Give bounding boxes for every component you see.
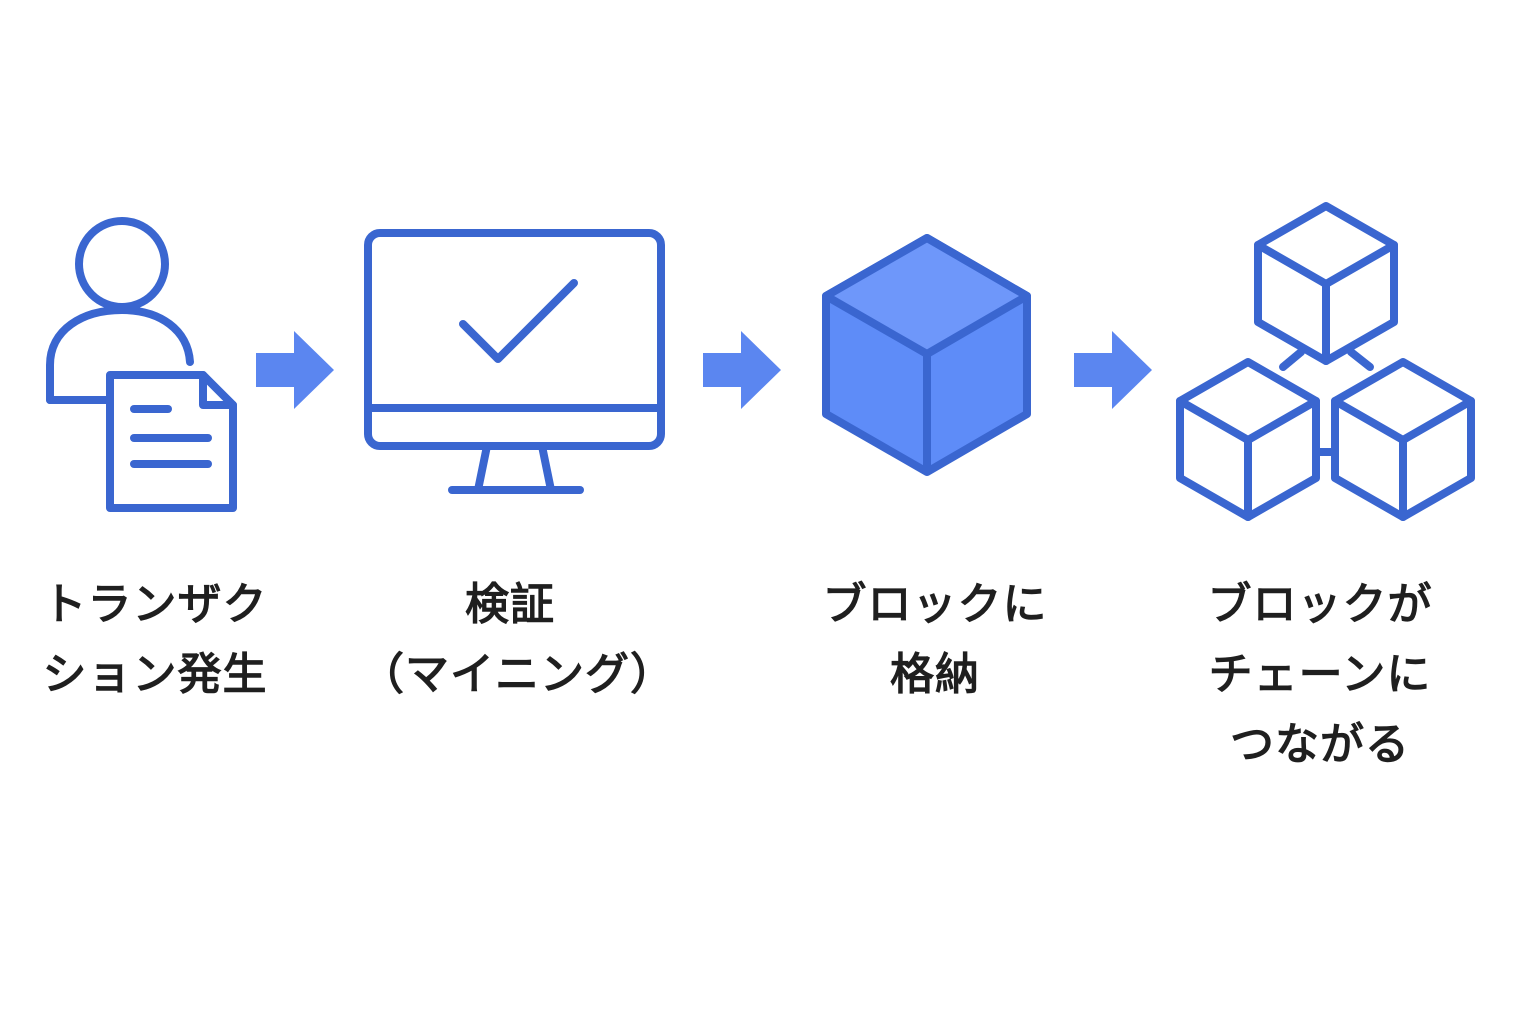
step-label-verification: 検証 （マイニング）	[360, 570, 675, 710]
label-line: ション発生	[42, 649, 268, 700]
cube-icon	[815, 230, 1040, 480]
step-label-chain-link: ブロックが チェーンに つながる	[1180, 570, 1460, 780]
arrow-right-icon	[1074, 331, 1154, 413]
label-line: ブロックに	[822, 579, 1048, 630]
monitor-check-icon	[360, 225, 670, 500]
arrow-right-icon	[703, 331, 783, 413]
arrow-right-icon	[256, 331, 336, 413]
linked-cubes-icon	[1172, 198, 1482, 528]
label-line: トランザク	[42, 579, 268, 630]
label-line: （マイニング）	[360, 649, 675, 700]
step-label-transaction: トランザク ション発生	[20, 570, 290, 710]
label-line: ブロックが	[1207, 579, 1433, 630]
label-line: 検証	[465, 579, 555, 630]
step-label-store-in-block: ブロックに 格納	[800, 570, 1070, 710]
user-document-icon	[40, 210, 250, 520]
label-line: チェーンに	[1208, 649, 1432, 700]
label-line: つながる	[1230, 719, 1410, 770]
label-line: 格納	[890, 649, 980, 700]
